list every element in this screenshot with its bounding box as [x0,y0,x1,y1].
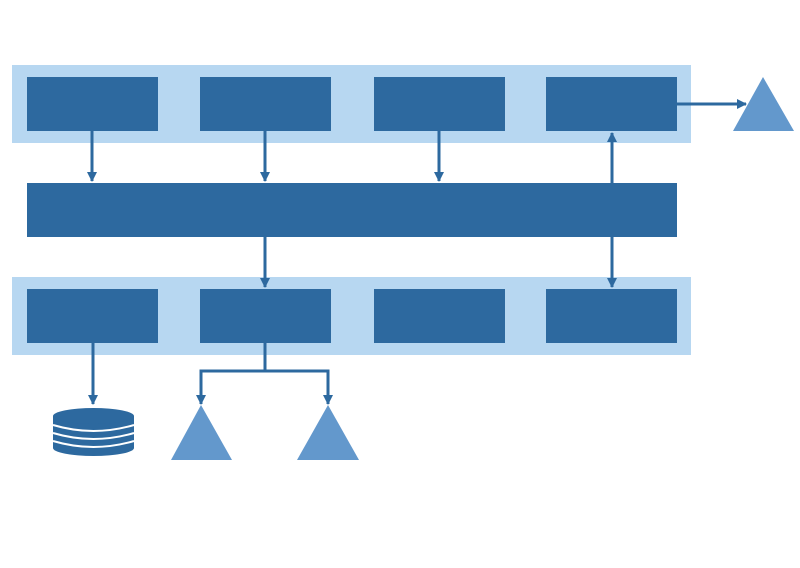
top-box-1 [27,77,158,131]
triangle-icon [297,405,359,460]
triangle-icon [171,405,232,460]
top-box-2 [200,77,331,131]
connector-bottom2-split-right [265,369,333,405]
connector-bottom2-split [196,343,267,405]
triangle-icon [733,77,794,131]
top-box-3 [374,77,505,131]
bottom-box-2 [200,289,331,343]
bottom-box-3 [374,289,505,343]
top-box-4 [546,77,677,131]
middle-bar [27,183,677,237]
bottom-box-4 [546,289,677,343]
database-icon [52,408,135,456]
bottom-box-1 [27,289,158,343]
